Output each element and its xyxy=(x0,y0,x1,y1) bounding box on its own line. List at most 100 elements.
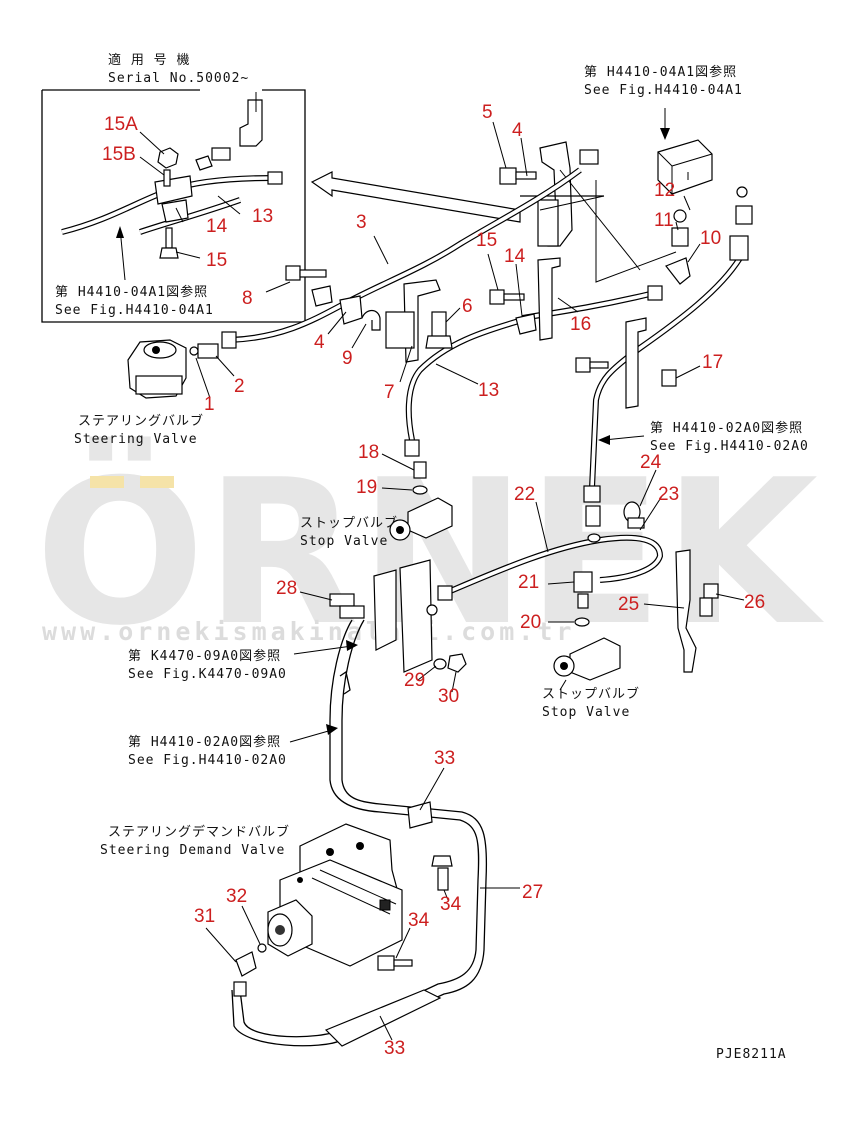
bracket-25-group xyxy=(675,549,719,673)
demand-valve-jp: ステアリングデマンドバルブ xyxy=(108,824,290,840)
fitting-24 xyxy=(585,505,601,527)
callout-25: 25 xyxy=(618,594,639,615)
bolt-5-head xyxy=(499,167,517,185)
callout-15a: 15A xyxy=(104,114,138,135)
callout-23: 23 xyxy=(658,484,679,505)
callout-4-top: 4 xyxy=(512,120,523,141)
pipe-27-outer xyxy=(239,619,480,1038)
watermark-dot-right xyxy=(140,476,174,488)
upper-bracket-plate xyxy=(537,199,559,247)
callout-27: 27 xyxy=(522,882,543,903)
top-ref-en: See Fig.H4410-04A1 xyxy=(584,83,743,98)
bolt-8-head xyxy=(285,265,301,281)
bracket-7-plate xyxy=(385,311,415,349)
pipe-27-end-fitting xyxy=(233,981,247,997)
callout-4: 4 xyxy=(314,332,325,353)
callout-14: 14 xyxy=(504,246,526,267)
stop-valve-bottom-jp: ストップバルブ xyxy=(542,686,640,702)
upper-fitting xyxy=(579,149,599,165)
bolt-26-shank xyxy=(699,597,713,617)
inset-adapter xyxy=(211,147,231,161)
clamp-14 xyxy=(515,313,537,335)
watermark-url: www.ornekismakinalari.com.tr xyxy=(42,617,575,646)
callout-33-top: 33 xyxy=(434,748,455,769)
callout-16: 16 xyxy=(570,314,591,335)
callout-34-right: 34 xyxy=(440,894,462,915)
callout-11: 11 xyxy=(654,210,674,231)
ref-02a0-left-en: See Fig.H4410-02A0 xyxy=(128,753,287,768)
bracket-17 xyxy=(625,317,647,409)
ref-09a0-en: See Fig.K4470-09A0 xyxy=(128,667,287,682)
hose-3-fitting xyxy=(221,331,237,349)
elbow-10 xyxy=(665,257,691,285)
callout-15-inset: 15 xyxy=(206,250,227,271)
fitting-21 xyxy=(573,571,593,593)
o-ring-32 xyxy=(257,943,267,953)
top-assembly xyxy=(499,108,713,283)
demand-valve-en: Steering Demand Valve xyxy=(100,843,285,858)
callout-31: 31 xyxy=(194,906,215,927)
bolt-28-b xyxy=(339,605,365,619)
stop-valve-top-en: Stop Valve xyxy=(300,534,388,549)
callout-28: 28 xyxy=(276,578,297,599)
steering-valve-jp: ステアリングバルブ xyxy=(78,413,204,429)
callout-33-bottom: 33 xyxy=(384,1038,405,1059)
steering-valve xyxy=(127,339,219,399)
inset-washer xyxy=(163,169,171,187)
callouts: 15A 15B 14 13 15 5 4 12 11 10 3 8 15 14 … xyxy=(102,102,765,1059)
callout-21: 21 xyxy=(518,572,539,593)
bolt-left-17-head xyxy=(575,357,591,373)
inset-serial-jp: 適 用 号 機 xyxy=(108,52,190,68)
clip-9 xyxy=(361,309,381,331)
washer-29 xyxy=(433,658,447,670)
bolt-5-shank xyxy=(515,171,537,180)
ref-02a0-left-jp: 第 H4410-02A0図参照 xyxy=(128,734,281,750)
reference-arrows xyxy=(289,435,645,743)
clamp-33-bottom xyxy=(324,989,442,1047)
inset-hose-fitting xyxy=(267,171,283,185)
callout-29: 29 xyxy=(404,670,425,691)
elbow-top-right xyxy=(729,235,749,261)
inset-ref-jp: 第 H4410-04A1図参照 xyxy=(55,284,208,300)
mid-parts xyxy=(285,186,753,409)
inset-bolt xyxy=(165,227,173,249)
callout-2: 2 xyxy=(234,376,245,397)
callout-17: 17 xyxy=(702,352,723,373)
callout-3: 3 xyxy=(356,212,367,233)
inset-serial-en: Serial No.50002~ xyxy=(108,71,249,86)
callout-22: 22 xyxy=(514,484,535,505)
bolt-28-a xyxy=(329,593,355,607)
inset-ref-en: See Fig.H4410-04A1 xyxy=(55,303,214,318)
nut-30 xyxy=(447,653,467,673)
bolt-15-head xyxy=(489,289,505,305)
bolt-34-right xyxy=(437,867,449,891)
bolt-26-head xyxy=(703,583,719,599)
callout-34: 34 xyxy=(408,910,430,931)
callout-19: 19 xyxy=(356,477,377,498)
callout-20: 20 xyxy=(520,612,541,633)
steering-valve-en: Steering Valve xyxy=(74,432,198,447)
fitting-11 xyxy=(671,227,689,247)
clamp-8-side xyxy=(311,285,333,307)
hose-right-fitting xyxy=(583,485,601,503)
callout-6: 6 xyxy=(462,296,473,317)
callout-12: 12 xyxy=(654,180,675,201)
inset-detail: 適 用 号 機 Serial No.50002~ 第 H4410-04A1図参照… xyxy=(41,52,306,323)
callout-9: 9 xyxy=(342,348,353,369)
bolt-8-shank xyxy=(299,269,327,278)
callout-13: 13 xyxy=(478,380,499,401)
fitting-2 xyxy=(197,343,219,359)
callout-30: 30 xyxy=(438,686,459,707)
watermark-dot-left xyxy=(90,476,124,488)
leader-lines xyxy=(195,121,745,1041)
hoses xyxy=(221,167,743,1047)
inset-bracket xyxy=(239,99,263,147)
bolt-left-17-shank xyxy=(589,361,609,369)
callout-26: 26 xyxy=(744,592,765,613)
stop-valve-bottom xyxy=(553,501,645,681)
steering-demand-valve xyxy=(233,801,453,1047)
clamp-33-top xyxy=(407,801,433,829)
clamp-4 xyxy=(339,295,363,325)
hose-13-fitting xyxy=(404,439,420,457)
